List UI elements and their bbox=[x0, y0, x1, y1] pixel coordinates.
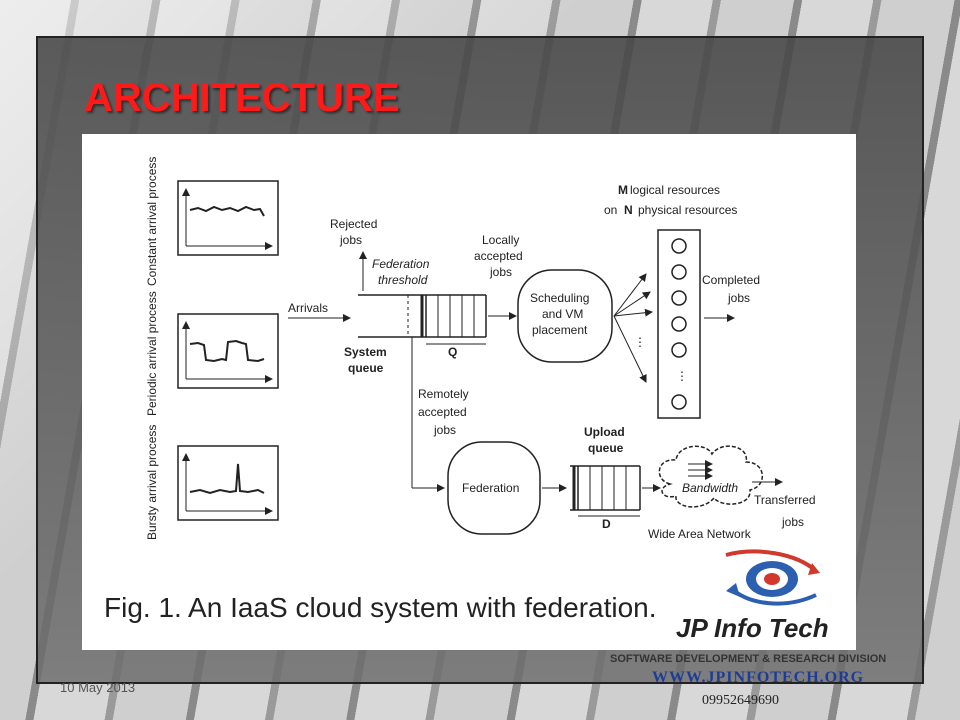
scheduling-label-1: Scheduling bbox=[530, 291, 589, 305]
logo-url[interactable]: WWW.JPINFOTECH.ORG bbox=[652, 669, 865, 686]
architecture-diagram: Constant arrival process Periodic arriva… bbox=[145, 157, 816, 541]
rejected-label-2: jobs bbox=[339, 233, 362, 247]
bursty-arrival-label: Bursty arrival process bbox=[145, 425, 159, 540]
scheduling-label-3: placement bbox=[532, 323, 588, 337]
bandwidth-label: Bandwidth bbox=[682, 481, 738, 495]
transferred-label-2: jobs bbox=[781, 515, 804, 529]
threshold-label-1: Federation bbox=[372, 257, 430, 271]
bursty-arrival-plot bbox=[177, 445, 279, 521]
federation-label: Federation bbox=[462, 481, 519, 495]
threshold-label-2: threshold bbox=[378, 273, 428, 287]
upload-queue bbox=[570, 465, 641, 511]
transferred-label-1: Transferred bbox=[754, 493, 816, 507]
logo-phone: 09952649690 bbox=[702, 693, 779, 708]
figure-caption: Fig. 1. An IaaS cloud system with federa… bbox=[104, 592, 657, 623]
wan-label: Wide Area Network bbox=[648, 527, 752, 541]
system-queue bbox=[358, 294, 487, 338]
remotely-label-2: accepted bbox=[418, 405, 467, 419]
d-label: D bbox=[602, 517, 611, 531]
resources-label-1: logical resources bbox=[630, 183, 720, 197]
logo-division: SOFTWARE DEVELOPMENT & RESEARCH DIVISION bbox=[610, 653, 887, 665]
periodic-arrival-plot bbox=[177, 313, 279, 389]
svg-text:⋮: ⋮ bbox=[676, 369, 688, 383]
remotely-label-3: jobs bbox=[433, 423, 456, 437]
placement-arrows: ⋮ bbox=[613, 273, 653, 383]
resource-pool: ⋮ bbox=[657, 229, 701, 419]
scheduling-box bbox=[517, 269, 613, 363]
wan-cloud bbox=[658, 445, 763, 508]
resources-label-2: physical resources bbox=[638, 203, 737, 217]
arrivals-label: Arrivals bbox=[288, 301, 328, 315]
federation-box bbox=[447, 441, 541, 535]
system-queue-label-1: System bbox=[344, 345, 387, 359]
completed-label-1: Completed bbox=[702, 273, 760, 287]
resources-m: M bbox=[618, 183, 628, 197]
periodic-arrival-label: Periodic arrival process bbox=[145, 291, 159, 416]
scheduling-label-2: and VM bbox=[542, 307, 583, 321]
jp-info-tech-logo: JP Info Tech SOFTWARE DEVELOPMENT & RESE… bbox=[606, 545, 936, 715]
upload-queue-label-1: Upload bbox=[584, 425, 625, 439]
completed-label-2: jobs bbox=[727, 291, 750, 305]
locally-label-1: Locally bbox=[482, 233, 519, 247]
fanout-ellipsis: ⋮ bbox=[634, 335, 646, 349]
constant-arrival-plot bbox=[177, 180, 279, 256]
remotely-label-1: Remotely bbox=[418, 387, 469, 401]
locally-label-2: accepted bbox=[474, 249, 523, 263]
bandwidth-arrows bbox=[688, 460, 713, 480]
slide-date: 10 May 2013 bbox=[60, 680, 136, 695]
constant-arrival-label: Constant arrival process bbox=[145, 157, 159, 286]
logo-name: JP Info Tech bbox=[676, 613, 829, 643]
architecture-figure: Constant arrival process Periodic arriva… bbox=[82, 134, 856, 650]
resources-on: on bbox=[604, 203, 617, 217]
logo-emblem-icon bbox=[725, 549, 820, 606]
system-queue-label-2: queue bbox=[348, 361, 384, 375]
slide-title: ARCHITECTURE bbox=[84, 76, 400, 120]
upload-queue-label-2: queue bbox=[588, 441, 624, 455]
q-label: Q bbox=[448, 345, 457, 359]
locally-label-3: jobs bbox=[489, 265, 512, 279]
resources-n: N bbox=[624, 203, 633, 217]
rejected-label-1: Rejected bbox=[330, 217, 377, 231]
